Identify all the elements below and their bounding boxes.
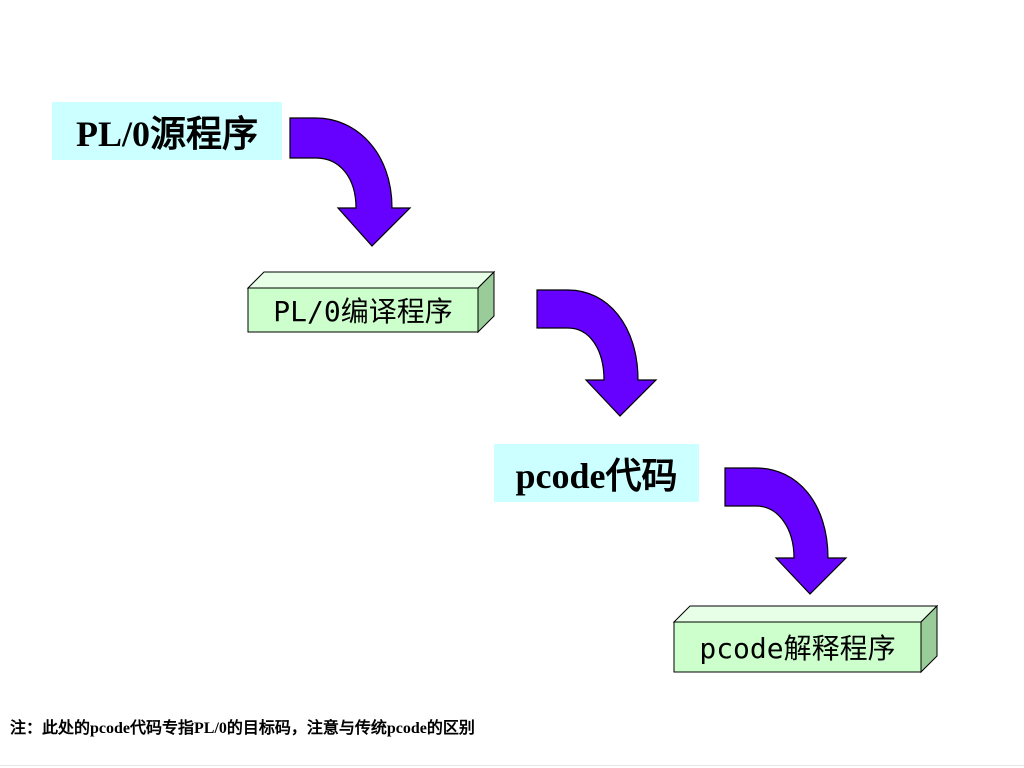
interpreter-box-top <box>672 605 939 623</box>
curved-down-arrow-icon <box>289 117 412 247</box>
interpreter-text: pcode解释程序 <box>699 632 896 665</box>
curved-down-arrow-icon <box>724 467 848 595</box>
source-program-text: PL/0源程序 <box>75 114 258 154</box>
footnote: 注：此处的pcode代码专指PL/0的目标码，注意与传统pcode的区别 <box>10 720 475 737</box>
compiler-label: PL/0编译程序 <box>248 288 478 332</box>
curved-down-arrow-icon <box>536 289 658 417</box>
interpreter-box-front <box>673 621 922 673</box>
pcode-code-label: pcode代码 <box>494 444 699 502</box>
source-program-label: PL/0源程序 <box>52 102 282 160</box>
pcode-code-text: pcode代码 <box>515 456 678 496</box>
interpreter-box <box>672 604 939 674</box>
compiler-box <box>246 270 496 334</box>
compiler-box-front <box>247 287 479 333</box>
compiler-box-top <box>246 271 496 289</box>
bottom-divider <box>0 765 1024 766</box>
interpreter-label: pcode解释程序 <box>674 622 921 672</box>
compiler-text: PL/0编译程序 <box>273 295 453 328</box>
